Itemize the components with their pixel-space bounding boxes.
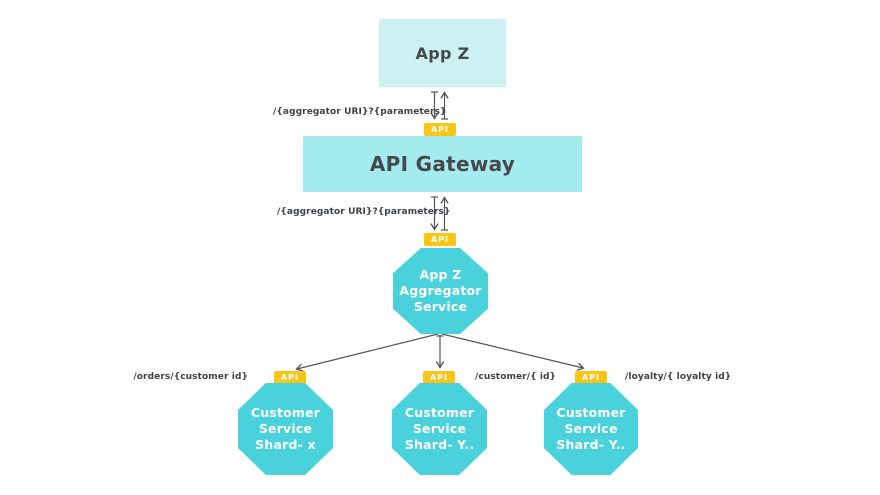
edge-label-gateway-to-aggregator: /{aggregator URI}?{parameters} <box>277 207 451 217</box>
node-shard1-line: Service <box>258 421 313 436</box>
node-shard2-line: Shard- Y.. <box>404 437 475 452</box>
api-badge-aggregator: API <box>424 233 456 246</box>
node-aggregator-line: App Z <box>419 267 462 282</box>
node-shard3-line: Shard- Y.. <box>556 437 626 452</box>
edge-label-orders: /orders/{customer id} <box>133 372 248 382</box>
node-aggregator-line: Service <box>413 299 468 314</box>
api-badge-label: API <box>280 373 300 382</box>
node-app-z: App Z <box>379 19 506 87</box>
api-badge-label: API <box>430 125 450 134</box>
node-customer-service-shard-y1: Customer Service Shard- Y.. <box>392 383 487 475</box>
node-app-z-label: App Z <box>415 43 470 63</box>
api-badge-gateway: API <box>424 123 456 136</box>
api-badge-label: API <box>429 373 449 382</box>
node-customer-service-shard-x: Customer Service Shard- x <box>238 383 333 475</box>
api-badge-shard3: API <box>575 371 607 384</box>
node-customer-service-shard-y2: Customer Service Shard- Y.. <box>544 383 638 475</box>
node-shard1-line: Customer <box>250 405 321 420</box>
node-shard2-line: Service <box>412 421 467 436</box>
node-api-gateway-label: API Gateway <box>369 152 516 176</box>
node-shard1-line: Shard- x <box>255 437 316 452</box>
node-shard3-line: Customer <box>556 405 626 420</box>
arrow-aggregator-to-shard3 <box>441 333 585 371</box>
node-api-gateway: API Gateway <box>303 136 582 192</box>
node-aggregator-line: Aggregator <box>399 283 482 298</box>
api-badge-shard1: API <box>274 371 306 384</box>
edge-label-customer: /customer/{ id} <box>475 372 557 382</box>
edge-label-app-to-gateway: /{aggregator URI}?{parameters} <box>273 107 447 117</box>
node-shard2-line: Customer <box>404 405 475 420</box>
arrow-aggregator-to-shard1 <box>295 333 439 372</box>
node-aggregator-service: App Z Aggregator Service <box>393 248 488 334</box>
api-badge-label: API <box>581 373 601 382</box>
edge-label-loyalty: /loyalty/{ loyalty id} <box>625 372 732 382</box>
node-shard3-line: Service <box>564 421 618 436</box>
api-badge-label: API <box>430 235 450 244</box>
api-badge-shard2: API <box>423 371 455 384</box>
